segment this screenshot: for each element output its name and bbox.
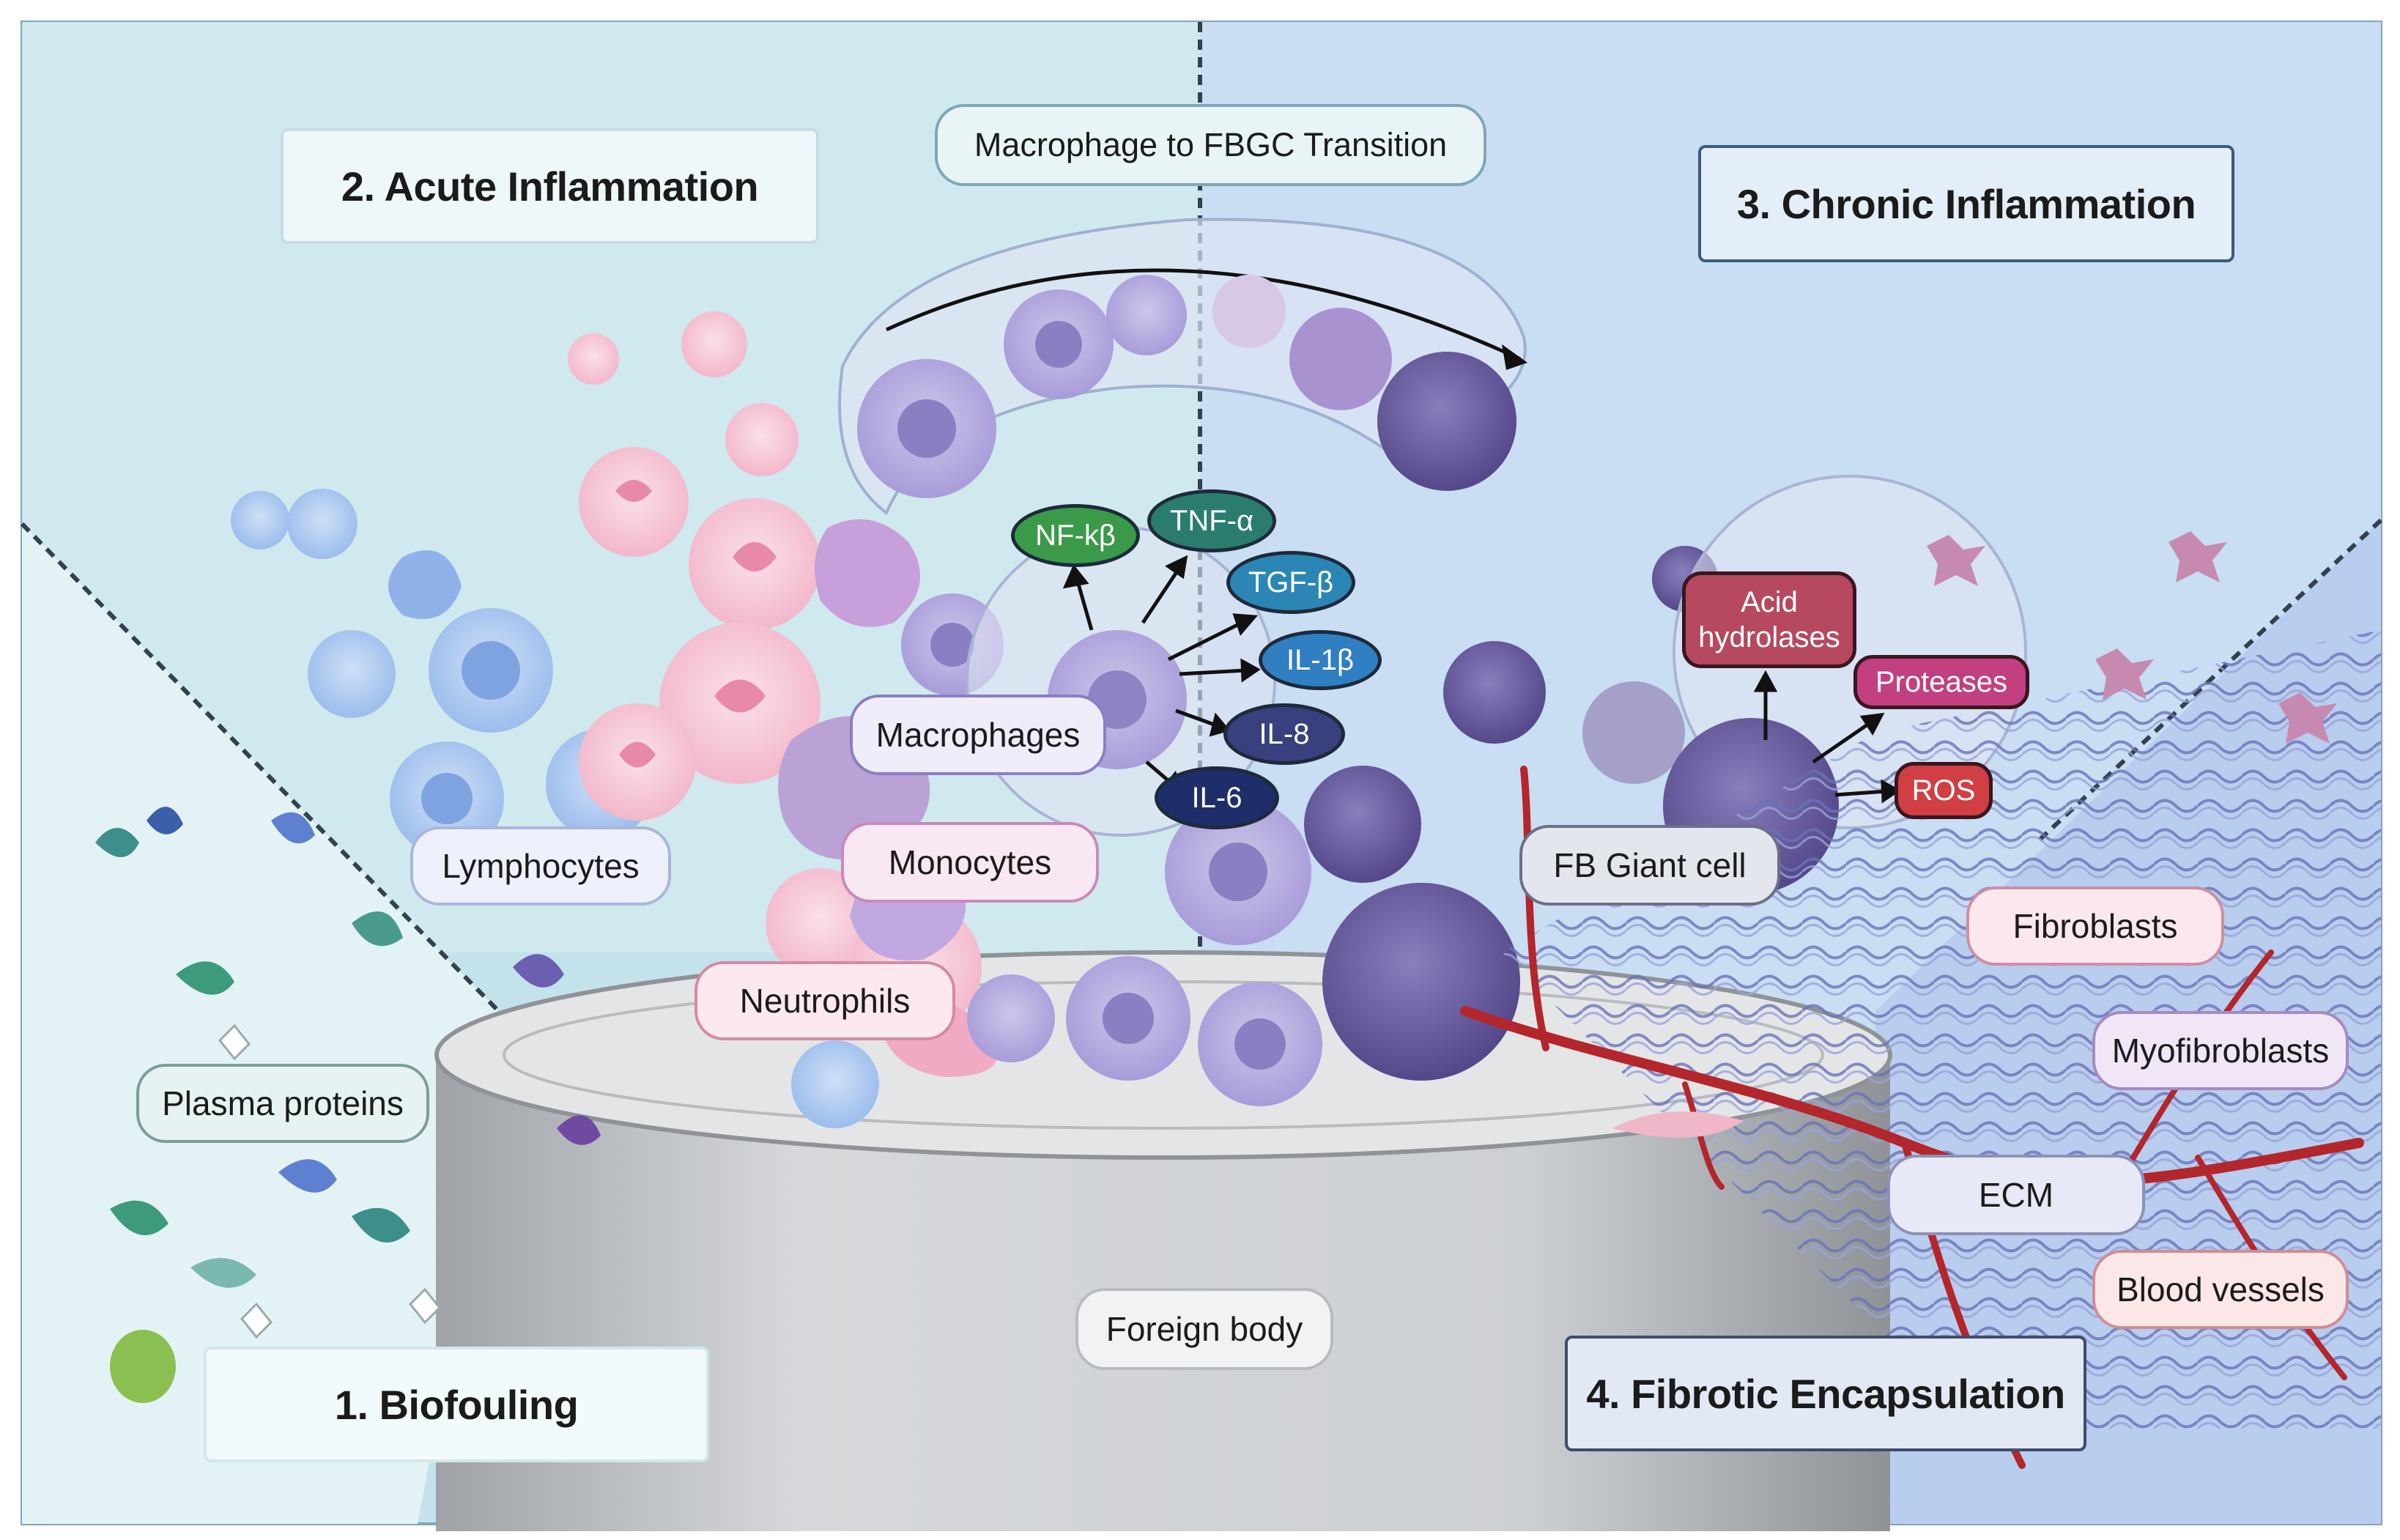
- label-macrophages: Macrophages: [850, 695, 1106, 775]
- label-ecm: ECM: [1887, 1155, 2145, 1235]
- mediator-arrows: [1753, 670, 1901, 804]
- transition-arrow: [885, 268, 1522, 361]
- label-fb-giant-cell: FB Giant cell: [1519, 825, 1780, 906]
- cytokine-il6: IL-6: [1155, 766, 1279, 829]
- divider-biofouling: [20, 522, 515, 1028]
- cytokine-tgfb: TGF-β: [1226, 551, 1355, 614]
- label-lymphocytes: Lymphocytes: [410, 826, 671, 906]
- cytokine-il1b: IL-1β: [1259, 630, 1382, 690]
- label-monocytes: Monocytes: [841, 822, 1099, 903]
- fbgc-transition-bubble: [838, 218, 1527, 516]
- label-fibroblasts: Fibroblasts: [1966, 886, 2224, 966]
- mediator-ros: ROS: [1895, 762, 1993, 819]
- mediator-acid-line2: hydrolases: [1698, 621, 1840, 654]
- cytokine-il8: IL-8: [1223, 703, 1345, 765]
- plasma-protein-cluster: [95, 807, 601, 1403]
- label-neutrophils: Neutrophils: [695, 961, 955, 1040]
- fibroblast-cells: [1612, 531, 2337, 1138]
- label-foreign-body: Foreign body: [1075, 1288, 1333, 1370]
- label-plasma-proteins: Plasma proteins: [136, 1064, 429, 1143]
- biofouling-region: [22, 524, 513, 1524]
- label-blood-vessels: Blood vessels: [2092, 1250, 2349, 1329]
- mediator-acid-hydrolases: Acid hydrolases: [1682, 571, 1856, 668]
- mediator-acid-line1: Acid: [1741, 586, 1798, 618]
- cytokine-tnfa: TNF-α: [1147, 489, 1276, 552]
- stage-acute-inflammation: 2. Acute Inflammation: [281, 128, 819, 244]
- stage-chronic-inflammation: 3. Chronic Inflammation: [1698, 145, 2234, 262]
- stage-fibrotic-encapsulation: 4. Fibrotic Encapsulation: [1565, 1336, 2086, 1451]
- transition-title: Macrophage to FBGC Transition: [935, 104, 1486, 186]
- label-myofibroblasts: Myofibroblasts: [2092, 1011, 2349, 1090]
- stage-biofouling: 1. Biofouling: [204, 1347, 709, 1462]
- cytokine-nfkb: NF-kβ: [1011, 504, 1140, 567]
- mediator-proteases: Proteases: [1853, 655, 2029, 709]
